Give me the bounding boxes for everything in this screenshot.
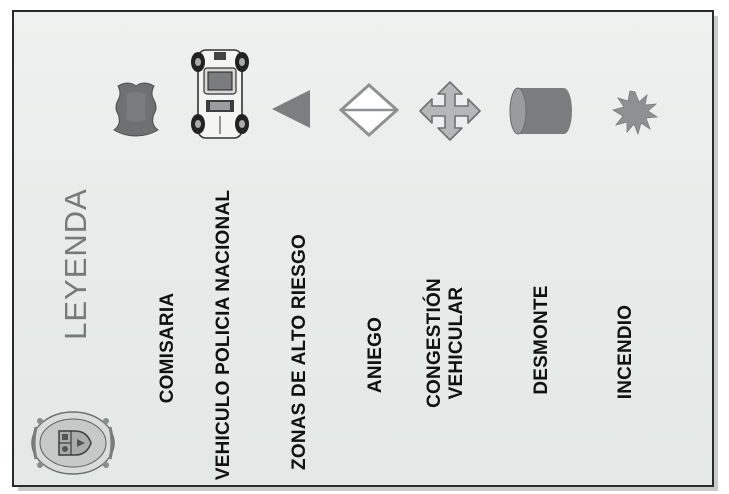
label-aniego: ANIEGO [365, 317, 387, 393]
four-arrows-icon [418, 80, 482, 142]
coat-of-arms-logo [28, 407, 118, 479]
police-car-icon [188, 38, 254, 148]
label-congestion-vehicular: CONGESTIÓN VEHICULAR [424, 278, 468, 408]
label-comisaria: COMISARIA [157, 293, 179, 404]
label-congestion-line2: VEHICULAR [446, 278, 468, 408]
diamond-icon [338, 82, 400, 138]
triangle-icon [270, 88, 314, 130]
label-zonas-alto-riesgo: ZONAS DE ALTO RIESGO [289, 234, 311, 470]
cylinder-icon [508, 84, 574, 138]
label-incendio: INCENDIO [615, 305, 637, 400]
label-desmonte: DESMONTE [531, 285, 553, 394]
police-badge-icon [112, 78, 160, 138]
starburst-icon [612, 90, 658, 136]
label-congestion-line1: CONGESTIÓN [424, 278, 446, 408]
legend-card: LEYENDA COMISARIA VEHICULO POLICIA NACIO… [12, 10, 714, 487]
label-vehiculo-policia: VEHICULO POLICIA NACIONAL [213, 190, 235, 480]
legend-title: LEYENDA [58, 188, 94, 340]
